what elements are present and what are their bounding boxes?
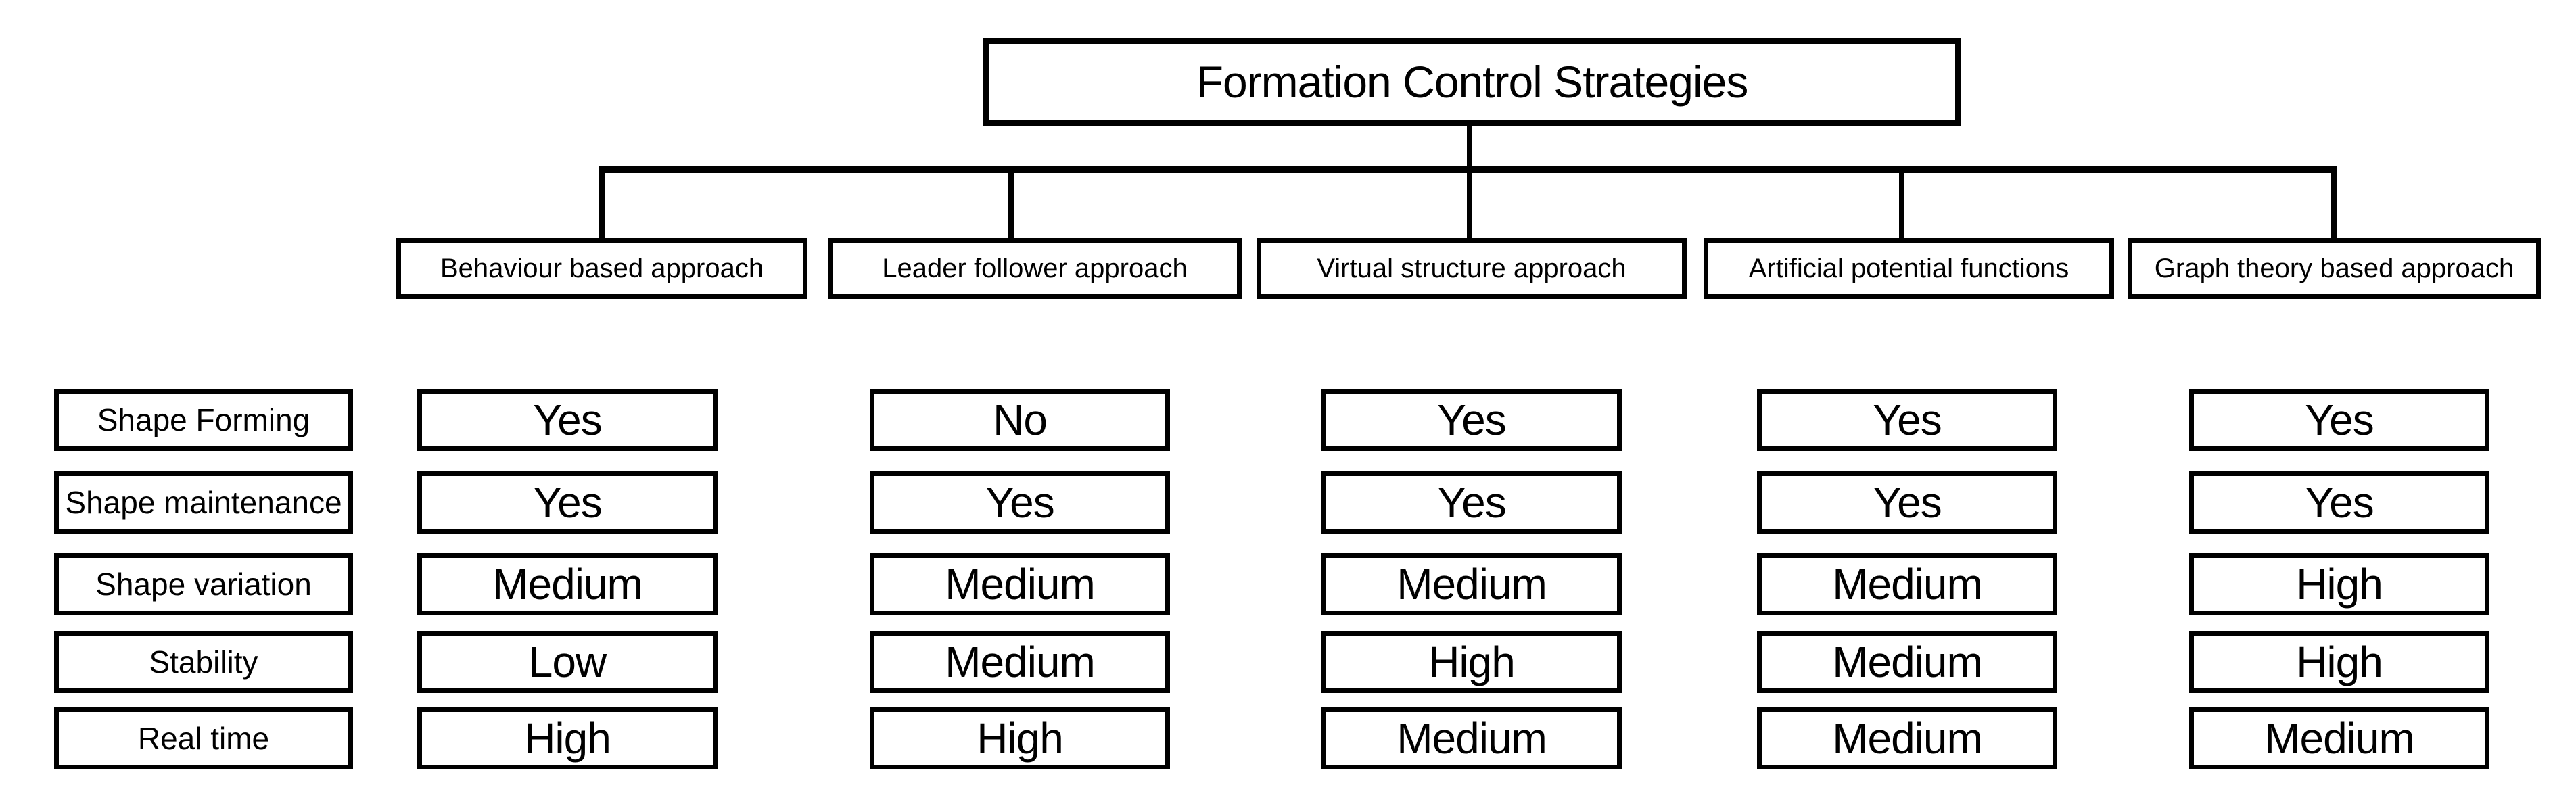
strategy-label: Leader follower approach	[882, 254, 1188, 283]
connector-drop-2	[1008, 166, 1014, 238]
strategy-box-leader-follower: Leader follower approach	[828, 238, 1242, 299]
value-cell-r5-c5: Medium	[2189, 707, 2489, 769]
value-cell-r1-c4: Yes	[1757, 389, 2057, 451]
value-text: Yes	[2305, 396, 2374, 444]
value-cell-r2-c2: Yes	[870, 471, 1170, 534]
value-cell-r5-c2: High	[870, 707, 1170, 769]
value-text: Medium	[1397, 560, 1547, 609]
connector-drop-1	[599, 166, 605, 238]
value-cell-r5-c3: Medium	[1321, 707, 1622, 769]
value-text: Medium	[1397, 714, 1547, 763]
connector-drop-5	[2331, 166, 2337, 238]
value-cell-r4-c1: Low	[417, 631, 718, 693]
strategy-label: Virtual structure approach	[1317, 254, 1626, 283]
value-text: Yes	[1873, 396, 1942, 444]
value-text: High	[977, 714, 1064, 763]
strategy-box-graph-theory: Graph theory based approach	[2128, 238, 2541, 299]
value-cell-r3-c2: Medium	[870, 553, 1170, 615]
attribute-text: Shape maintenance	[65, 485, 342, 520]
value-cell-r4-c5: High	[2189, 631, 2489, 693]
value-text: High	[2296, 560, 2383, 609]
attribute-label-shape-forming: Shape Forming	[54, 389, 353, 451]
value-cell-r1-c2: No	[870, 389, 1170, 451]
value-text: Medium	[945, 638, 1096, 686]
value-cell-r5-c4: Medium	[1757, 707, 2057, 769]
attribute-label-real-time: Real time	[54, 707, 353, 769]
value-text: High	[2296, 638, 2383, 686]
attribute-text: Shape variation	[95, 567, 312, 602]
value-cell-r3-c3: Medium	[1321, 553, 1622, 615]
connector-drop-3	[1467, 166, 1472, 238]
value-text: Medium	[945, 560, 1096, 609]
strategy-box-virtual-structure: Virtual structure approach	[1257, 238, 1687, 299]
value-text: Yes	[2305, 478, 2374, 527]
value-cell-r4-c3: High	[1321, 631, 1622, 693]
value-text: Medium	[492, 560, 643, 609]
value-text: Medium	[1832, 560, 1983, 609]
attribute-text: Real time	[137, 721, 270, 756]
value-text: Medium	[1832, 714, 1983, 763]
attribute-label-shape-variation: Shape variation	[54, 553, 353, 615]
strategy-label: Artificial potential functions	[1748, 254, 2069, 283]
diagram-title-box: Formation Control Strategies	[983, 38, 1961, 126]
value-text: Yes	[1437, 478, 1506, 527]
value-cell-r1-c3: Yes	[1321, 389, 1622, 451]
value-cell-r3-c5: High	[2189, 553, 2489, 615]
value-cell-r2-c1: Yes	[417, 471, 718, 534]
value-cell-r2-c5: Yes	[2189, 471, 2489, 534]
value-text: Low	[528, 638, 607, 686]
value-cell-r3-c1: Medium	[417, 553, 718, 615]
strategy-label: Behaviour based approach	[440, 254, 764, 283]
value-text: Medium	[1832, 638, 1983, 686]
value-text: High	[1428, 638, 1516, 686]
value-cell-r4-c4: Medium	[1757, 631, 2057, 693]
strategy-box-artificial-potential: Artificial potential functions	[1704, 238, 2114, 299]
value-cell-r1-c1: Yes	[417, 389, 718, 451]
value-cell-r4-c2: Medium	[870, 631, 1170, 693]
attribute-label-stability: Stability	[54, 631, 353, 693]
diagram-title: Formation Control Strategies	[1196, 57, 1749, 107]
value-text: Yes	[533, 478, 602, 527]
value-text: High	[524, 714, 611, 763]
value-text: Yes	[985, 478, 1054, 527]
strategy-label: Graph theory based approach	[2154, 254, 2514, 283]
value-cell-r2-c3: Yes	[1321, 471, 1622, 534]
strategy-box-behaviour-based: Behaviour based approach	[396, 238, 807, 299]
value-cell-r5-c1: High	[417, 707, 718, 769]
value-text: Yes	[1873, 478, 1942, 527]
value-text: Yes	[533, 396, 602, 444]
value-text: No	[993, 396, 1048, 444]
value-cell-r3-c4: Medium	[1757, 553, 2057, 615]
value-text: Yes	[1437, 396, 1506, 444]
value-cell-r1-c5: Yes	[2189, 389, 2489, 451]
attribute-text: Stability	[149, 644, 258, 680]
value-text: Medium	[2264, 714, 2415, 763]
attribute-text: Shape Forming	[97, 402, 310, 437]
value-cell-r2-c4: Yes	[1757, 471, 2057, 534]
connector-stem	[1467, 126, 1472, 170]
attribute-label-shape-maintenance: Shape maintenance	[54, 471, 353, 534]
connector-drop-4	[1899, 166, 1904, 238]
